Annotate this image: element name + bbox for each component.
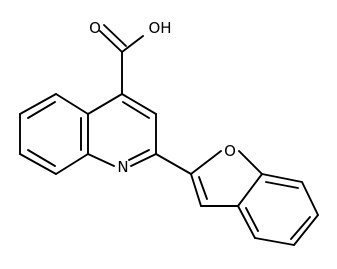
bond-o1-c7a — [238, 150, 263, 175]
benzofuran-benzo-ring — [237, 173, 319, 246]
bond-c8-c8a — [55, 153, 89, 175]
carboxylic-acid-group — [99, 24, 144, 95]
bond-c4-c3a — [237, 205, 256, 239]
bond-c7a-c7 — [261, 173, 303, 183]
bond-c4-c3 — [121, 93, 157, 115]
bond-carboxyl-carbonyl — [99, 30, 123, 53]
bond-c2-n1 — [130, 153, 157, 167]
bond-c4-c3a-inner — [245, 207, 259, 232]
bond-c6-c5 — [293, 214, 319, 246]
bond-c6-c5-inner — [290, 216, 311, 240]
bond-c3-benzofuran-c2 — [190, 173, 202, 207]
bond-benzofuran-c2-o1 — [190, 150, 222, 175]
hydroxyl-label: OH — [148, 19, 171, 37]
bond-c5-c6-inner — [27, 101, 56, 119]
benzofuran-substituent — [155, 150, 263, 207]
bond-c7a-c7-inner — [265, 181, 299, 189]
bond-c4a-c5 — [55, 93, 89, 115]
quinoline-benzo-ring — [19, 93, 89, 175]
bond-c7-c6 — [301, 181, 319, 216]
bond-c2-benzofuran-c2 — [155, 153, 192, 175]
quinoline-pyridine-ring — [87, 93, 157, 167]
bond-c7-c8-inner — [27, 149, 56, 167]
bond-c5-c4 — [254, 237, 295, 246]
bond-carboxyl-hydroxyl — [121, 35, 144, 53]
bond-c3-benzofuran-c2-inner — [198, 176, 208, 200]
bond-c5-c6 — [19, 93, 57, 115]
ring-nitrogen-label: N — [117, 158, 128, 176]
bond-c4a-c4 — [87, 93, 123, 115]
carbonyl-oxygen-label: O — [89, 19, 101, 37]
bond-c7a-c3a — [237, 173, 263, 207]
bond-carboxyl-carbonyl-second — [103, 24, 127, 47]
furan-oxygen-label: O — [224, 142, 236, 160]
bond-n1-c8a — [87, 153, 115, 167]
bond-c4-c3-inner — [122, 101, 150, 119]
bond-c2-n1-inner — [128, 149, 150, 161]
bond-c7-c8 — [19, 153, 57, 175]
